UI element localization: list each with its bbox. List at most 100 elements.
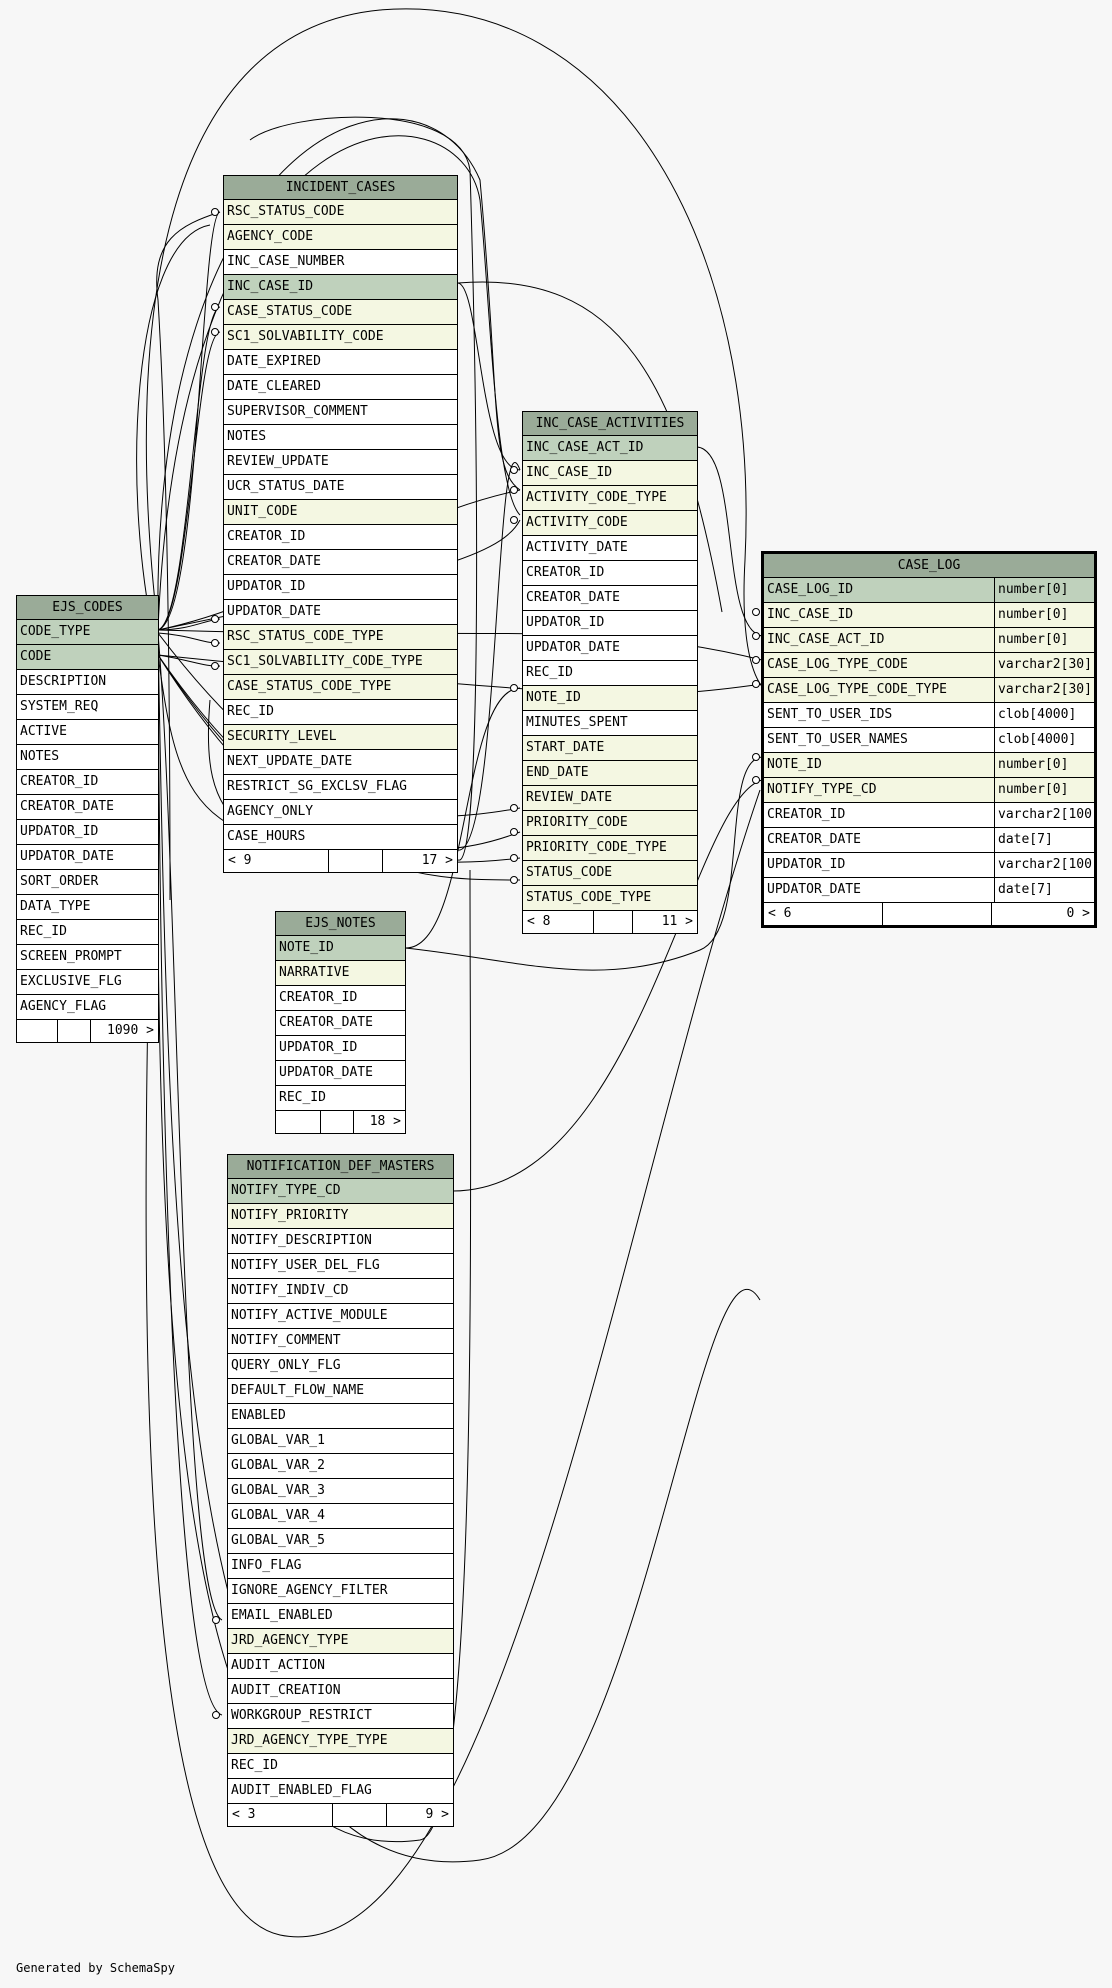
column-row[interactable]: REC_ID [224, 700, 457, 725]
column-row[interactable]: NEXT_UPDATE_DATE [224, 750, 457, 775]
column-row[interactable]: AUDIT_CREATION [228, 1679, 453, 1704]
column-row[interactable]: GLOBAL_VAR_4 [228, 1504, 453, 1529]
column-row[interactable]: SECURITY_LEVEL [224, 725, 457, 750]
column-row[interactable]: UPDATOR_DATE [17, 845, 158, 870]
column-row[interactable]: END_DATE [523, 761, 697, 786]
column-row[interactable]: WORKGROUP_RESTRICT [228, 1704, 453, 1729]
column-row[interactable]: SC1_SOLVABILITY_CODE [224, 325, 457, 350]
column-row[interactable]: INFO_FLAG [228, 1554, 453, 1579]
column-row[interactable]: INC_CASE_ID [523, 461, 697, 486]
column-row[interactable]: AGENCY_FLAG [17, 995, 158, 1020]
column-row[interactable]: CREATOR_ID [523, 561, 697, 586]
column-row[interactable]: CREATOR_ID [224, 525, 457, 550]
column-row[interactable]: SCREEN_PROMPT [17, 945, 158, 970]
column-row[interactable]: SYSTEM_REQ [17, 695, 158, 720]
column-row[interactable]: CODE_TYPE [17, 620, 158, 645]
column-row[interactable]: UPDATOR_ID [17, 820, 158, 845]
column-row[interactable]: NOTES [224, 425, 457, 450]
column-row[interactable]: RESTRICT_SG_EXCLSV_FLAG [224, 775, 457, 800]
column-row[interactable]: NOTIFY_INDIV_CD [228, 1279, 453, 1304]
column-row[interactable]: JRD_AGENCY_TYPE [228, 1629, 453, 1654]
column-row[interactable]: REC_ID [276, 1086, 405, 1111]
column-row[interactable]: DATE_CLEARED [224, 375, 457, 400]
column-row[interactable]: SUPERVISOR_COMMENT [224, 400, 457, 425]
column-row[interactable]: ENABLED [228, 1404, 453, 1429]
column-row[interactable]: UPDATOR_ID [276, 1036, 405, 1061]
column-row[interactable]: NOTIFY_ACTIVE_MODULE [228, 1304, 453, 1329]
column-row[interactable]: NARRATIVE [276, 961, 405, 986]
column-row[interactable]: QUERY_ONLY_FLG [228, 1354, 453, 1379]
column-row[interactable]: SC1_SOLVABILITY_CODE_TYPE [224, 650, 457, 675]
column-row[interactable]: MINUTES_SPENT [523, 711, 697, 736]
column-row[interactable]: STATUS_CODE [523, 861, 697, 886]
column-row[interactable]: ACTIVITY_CODE_TYPE [523, 486, 697, 511]
column-row[interactable]: SORT_ORDER [17, 870, 158, 895]
column-row[interactable]: JRD_AGENCY_TYPE_TYPE [228, 1729, 453, 1754]
column-row[interactable]: NOTES [17, 745, 158, 770]
column-row[interactable]: CREATOR_DATE [17, 795, 158, 820]
column-row[interactable]: CREATOR_ID [17, 770, 158, 795]
column-row[interactable]: CASE_STATUS_CODE [224, 300, 457, 325]
table-title[interactable]: EJS_CODES [17, 596, 158, 620]
column-row[interactable]: NOTE_ID [523, 686, 697, 711]
column-row[interactable]: INC_CASE_NUMBER [224, 250, 457, 275]
column-row[interactable]: INC_CASE_ID [224, 275, 457, 300]
column-row[interactable]: ACTIVITY_CODE [523, 511, 697, 536]
column-row[interactable]: REVIEW_UPDATE [224, 450, 457, 475]
column-row[interactable]: DEFAULT_FLOW_NAME [228, 1379, 453, 1404]
column-row[interactable]: RSC_STATUS_CODE [224, 200, 457, 225]
column-row[interactable]: UPDATOR_ID [224, 575, 457, 600]
column-row[interactable]: UPDATOR_DATE [276, 1061, 405, 1086]
column-row[interactable]: CREATOR_DATE [276, 1011, 405, 1036]
column-row[interactable]: ACTIVITY_DATE [523, 536, 697, 561]
table-title[interactable]: CASE_LOG [764, 554, 1094, 578]
column-row[interactable]: REVIEW_DATE [523, 786, 697, 811]
column-row[interactable]: EXCLUSIVE_FLG [17, 970, 158, 995]
column-row[interactable]: NOTIFY_COMMENT [228, 1329, 453, 1354]
column-row[interactable]: AUDIT_ACTION [228, 1654, 453, 1679]
column-row[interactable]: NOTIFY_USER_DEL_FLG [228, 1254, 453, 1279]
column-row[interactable]: GLOBAL_VAR_1 [228, 1429, 453, 1454]
column-row[interactable]: AGENCY_ONLY [224, 800, 457, 825]
column-row[interactable]: CREATOR_DATE [224, 550, 457, 575]
column-row[interactable]: PRIORITY_CODE [523, 811, 697, 836]
table-title[interactable]: INCIDENT_CASES [224, 176, 457, 200]
column-row[interactable]: GLOBAL_VAR_2 [228, 1454, 453, 1479]
column-row[interactable]: CREATOR_DATE [523, 586, 697, 611]
column-row[interactable]: UPDATOR_ID [523, 611, 697, 636]
column-row[interactable]: CREATOR_ID [276, 986, 405, 1011]
column-row[interactable]: INC_CASE_ACT_ID [523, 436, 697, 461]
column-row[interactable]: REC_ID [17, 920, 158, 945]
column-row[interactable]: UNIT_CODE [224, 500, 457, 525]
column-row[interactable]: DATA_TYPE [17, 895, 158, 920]
column-row[interactable]: UPDATOR_DATE [224, 600, 457, 625]
column-row[interactable]: REC_ID [228, 1754, 453, 1779]
column-row[interactable]: GLOBAL_VAR_3 [228, 1479, 453, 1504]
column-row[interactable]: UCR_STATUS_DATE [224, 475, 457, 500]
column-row[interactable]: DATE_EXPIRED [224, 350, 457, 375]
column-row[interactable]: STATUS_CODE_TYPE [523, 886, 697, 911]
column-row[interactable]: CASE_HOURS [224, 825, 457, 850]
table-title[interactable]: INC_CASE_ACTIVITIES [523, 412, 697, 436]
column-row[interactable]: EMAIL_ENABLED [228, 1604, 453, 1629]
column-row[interactable]: START_DATE [523, 736, 697, 761]
column-row[interactable]: ACTIVE [17, 720, 158, 745]
table-title[interactable]: EJS_NOTES [276, 912, 405, 936]
column-row[interactable]: AGENCY_CODE [224, 225, 457, 250]
column-row[interactable]: NOTIFY_DESCRIPTION [228, 1229, 453, 1254]
